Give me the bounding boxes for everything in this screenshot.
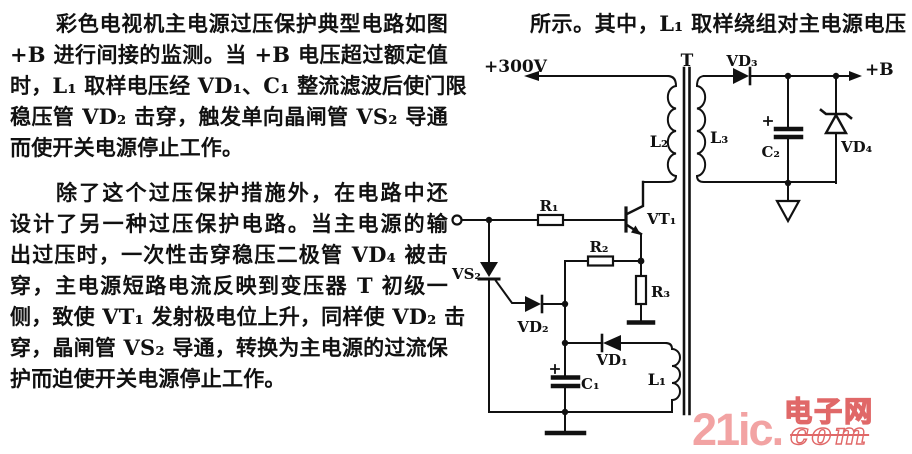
label-c1: C₁ bbox=[581, 375, 600, 393]
capacitor-c2 bbox=[763, 75, 804, 184]
text-line: 除了这个过压保护措施外，在电路中还 bbox=[56, 180, 448, 205]
diode-vd2 bbox=[525, 294, 566, 314]
text-line: 而使开关电源停止工作。 bbox=[10, 135, 244, 160]
plus-polarity-icon bbox=[763, 116, 773, 126]
label-l1: L₁ bbox=[648, 370, 666, 389]
text-line: 设计了另一种过压保护电路。当主电源的输 bbox=[10, 211, 448, 236]
label-r1: R₁ bbox=[539, 197, 558, 215]
circuit-diagram: +300V T VD₃ +B L₂ L₃ C₂ VD₄ R₁ VT₁ R₂ R₃… bbox=[450, 48, 912, 454]
emitter-arrow-icon bbox=[631, 225, 641, 235]
text-line: 彩色电视机主电源过压保护典型电路如图 bbox=[56, 11, 448, 36]
label-vd1: VD₁ bbox=[595, 351, 627, 369]
label-r3: R₃ bbox=[651, 283, 670, 301]
plus-polarity-icon bbox=[550, 364, 560, 374]
capacitor-c1 bbox=[550, 260, 581, 413]
winding-l3 bbox=[695, 74, 837, 183]
text-line: 穿，晶闸管 VS₂ 导通，转换为主电源的过流保 bbox=[10, 335, 448, 360]
label-vd2: VD₂ bbox=[516, 318, 548, 336]
zener-vd4 bbox=[819, 75, 853, 184]
right-text-line: 所示。其中，L₁ 取样绕组对主电源电压 bbox=[530, 11, 906, 36]
resistor-r1 bbox=[536, 213, 627, 227]
label-vd3: VD₃ bbox=[725, 52, 757, 70]
label-transformer: T bbox=[681, 51, 694, 71]
winding-l2 bbox=[642, 74, 678, 207]
diode-vd1 bbox=[564, 333, 667, 353]
text-line: 穿，主电源短路电流反映到变压器 T 初级一 bbox=[10, 273, 448, 298]
bottom-rail bbox=[488, 411, 673, 436]
left-arrow-icon bbox=[524, 71, 539, 81]
label-vd4: VD₄ bbox=[840, 138, 873, 156]
label-l2: L₂ bbox=[650, 132, 668, 151]
transformer-core bbox=[682, 66, 691, 416]
right-arrow-icon bbox=[849, 71, 862, 81]
text-line: 护而迫使开关电源停止工作。 bbox=[10, 366, 286, 391]
circuit-labels: +300V T VD₃ +B L₂ L₃ C₂ VD₄ R₁ VT₁ R₂ R₃… bbox=[451, 51, 894, 393]
label-r2: R₂ bbox=[589, 238, 608, 256]
diode-vd3 bbox=[733, 66, 862, 86]
label-output: +B bbox=[865, 60, 894, 80]
resistor-r2 bbox=[564, 255, 642, 305]
left-text-column: 彩色电视机主电源过压保护典型电路如图 +B 进行间接的监测。当 +B 电压超过额… bbox=[0, 8, 467, 394]
supply-wire bbox=[524, 71, 669, 81]
text-line: 出过压时，一次性击穿稳压二极管 VD₄ 被击 bbox=[10, 242, 448, 267]
gate-lead bbox=[494, 279, 526, 304]
ground-arrow-icon bbox=[775, 182, 801, 224]
text-line: 侧，致使 VT₁ 发射极电位上升，同样使 VD₂ 击 bbox=[10, 304, 466, 329]
thyristor-vs2 bbox=[477, 219, 526, 413]
input-terminal bbox=[451, 214, 539, 226]
label-l3: L₃ bbox=[710, 128, 728, 147]
junction-dots bbox=[485, 72, 840, 416]
resistor-r3 bbox=[626, 274, 656, 325]
transistor-vt1 bbox=[624, 180, 645, 277]
label-c2: C₂ bbox=[761, 143, 780, 161]
text-line: +B 进行间接的监测。当 +B 电压超过额定值 bbox=[10, 42, 448, 67]
label-vs2: VS₂ bbox=[451, 265, 481, 283]
winding-l1 bbox=[664, 341, 681, 413]
label-vt1: VT₁ bbox=[646, 210, 676, 228]
text-line: 时，L₁ 取样电压经 VD₁、C₁ 整流滤波后使门限 bbox=[10, 73, 467, 98]
label-supply: +300V bbox=[484, 57, 548, 77]
text-line: 稳压管 VD₂ 击穿，触发单向晶闸管 VS₂ 导通 bbox=[10, 104, 448, 129]
